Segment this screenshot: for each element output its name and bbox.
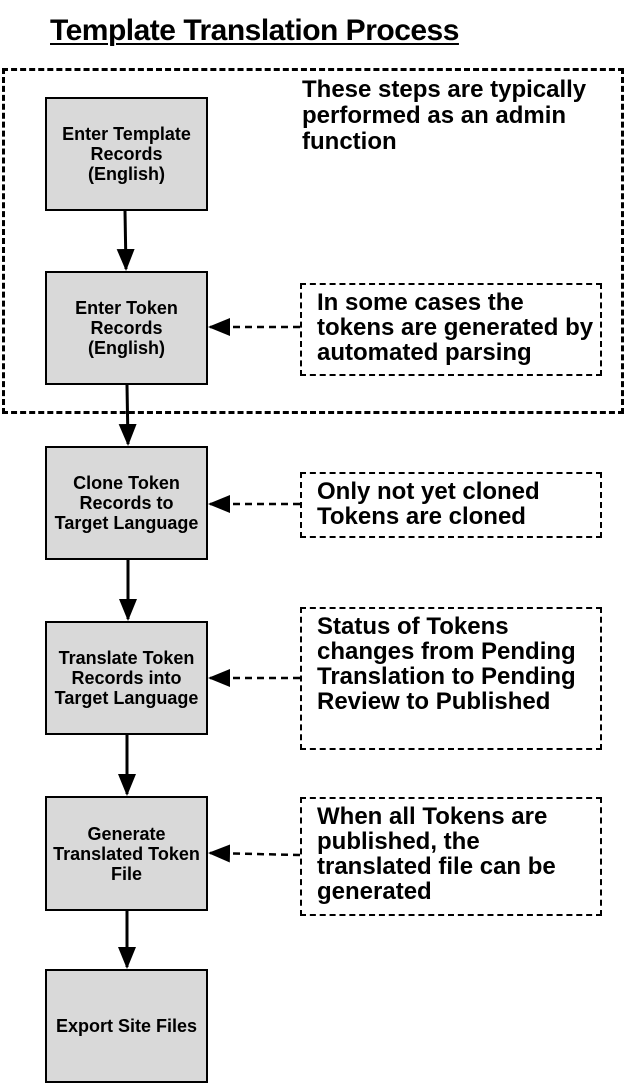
flow-arrow-2 bbox=[118, 384, 137, 446]
step-enter-token-records: Enter Token Records (English) bbox=[45, 271, 208, 385]
step-translate-token-records: Translate Token Records into Target Lang… bbox=[45, 621, 208, 735]
step-generate-translated-file: Generate Translated Token File bbox=[45, 796, 208, 911]
note-arrow-4 bbox=[208, 844, 301, 863]
note-generation-condition: When all Tokens are published, the trans… bbox=[300, 797, 602, 916]
diagram-title: Template Translation Process bbox=[50, 14, 459, 47]
step-enter-template-records: Enter Template Records (English) bbox=[45, 97, 208, 211]
step-clone-token-records: Clone Token Records to Target Language bbox=[45, 446, 208, 560]
note-automated-parsing: In some cases the tokens are generated b… bbox=[300, 283, 602, 376]
flow-arrow-1 bbox=[116, 210, 135, 271]
admin-region-note: These steps are typically performed as a… bbox=[302, 76, 587, 155]
note-clone-condition: Only not yet cloned Tokens are cloned bbox=[300, 472, 602, 538]
admin-steps-region bbox=[2, 68, 624, 414]
step-export-site-files: Export Site Files bbox=[45, 969, 208, 1083]
note-token-status: Status of Tokens changes from Pending Tr… bbox=[300, 607, 602, 750]
